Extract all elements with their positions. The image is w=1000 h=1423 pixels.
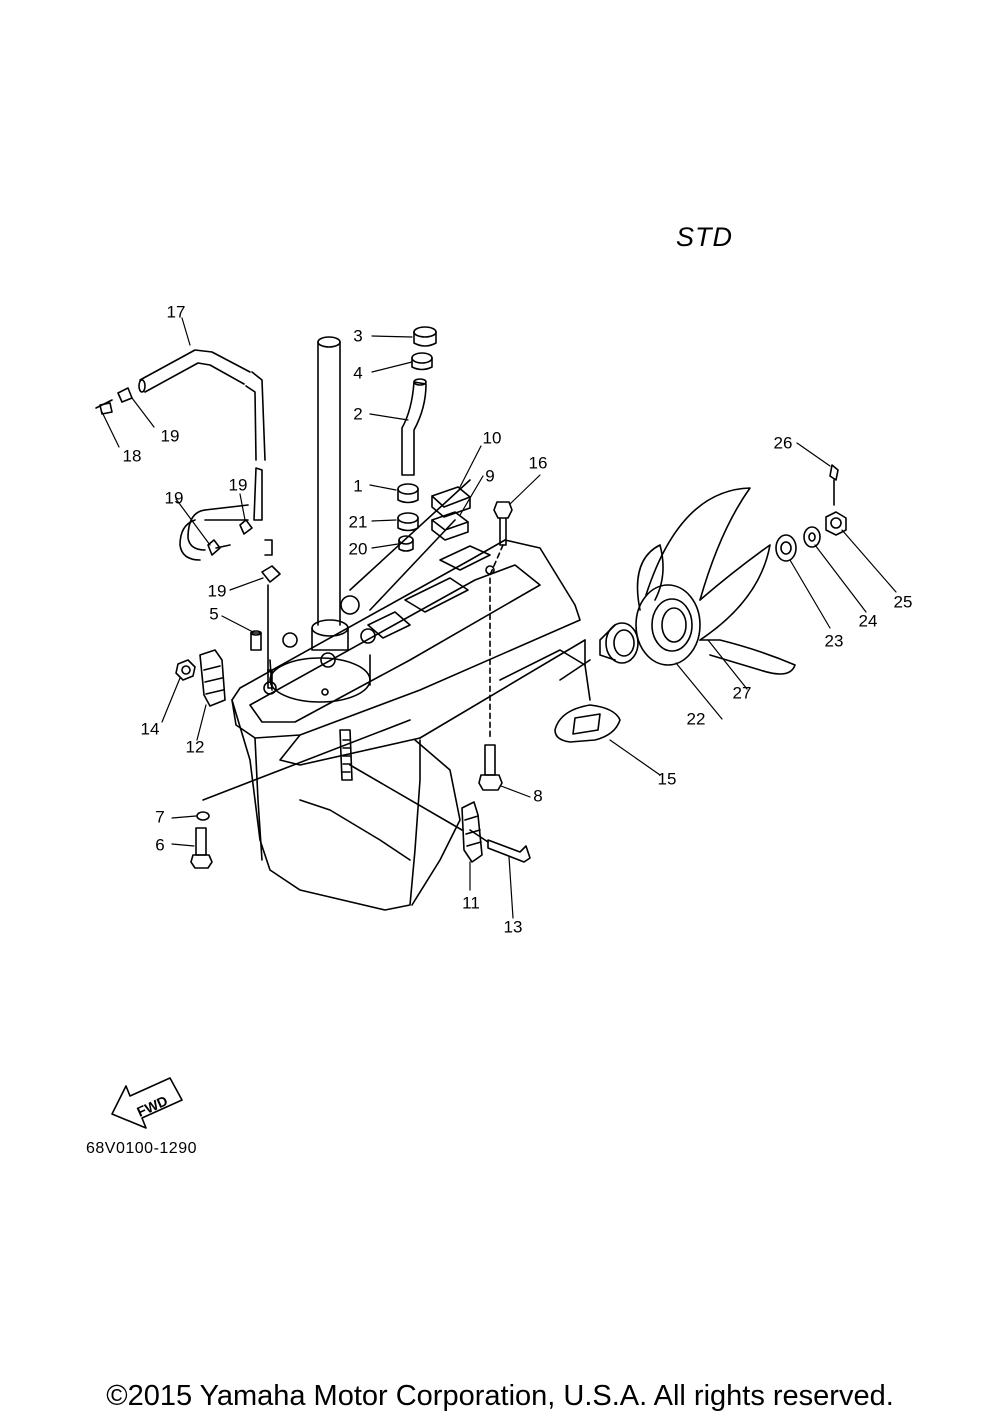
part-number-label: 23 [824,631,844,651]
part-number-label: 2 [353,404,363,424]
part-number-label: 22 [686,709,706,729]
part-number-label: 19 [228,475,248,495]
part-number-label: 21 [348,512,368,532]
leader-lines [101,317,897,919]
part-number-label: 17 [166,302,186,322]
bolts [190,501,513,869]
part-number-label: 3 [353,326,363,346]
part-number-label: 9 [485,466,495,486]
part-number-label: 19 [207,581,227,601]
part-number-label: 5 [209,604,219,624]
part-number-label: 27 [732,683,752,703]
water-pipe-assembly [397,326,437,552]
lower-casing [231,336,586,911]
copyright-notice: ©2015 Yamaha Motor Corporation, U.S.A. A… [106,1380,894,1412]
part-number-label: 11 [462,893,480,913]
part-number-label: 20 [348,539,368,559]
part-number-label: 25 [893,592,913,612]
part-number-label: 13 [503,917,523,937]
part-number-label: 14 [140,719,160,739]
fwd-arrow-text: FWD [134,1092,170,1120]
part-number-label: 18 [122,446,142,466]
part-number-label: 8 [533,786,543,806]
part-number-label: 15 [657,769,677,789]
part-number-label: 7 [155,807,165,827]
hose-assembly [95,349,281,673]
part-number-label: 4 [353,363,363,383]
part-number-label: 26 [773,433,793,453]
part-number-label: 10 [482,428,502,448]
part-number-label: 24 [858,611,878,631]
part-number-label: 19 [164,488,184,508]
variant-label: STD [676,222,733,252]
propeller-assembly [554,464,847,743]
fwd-arrow-icon: FWD [111,1077,183,1129]
part-number-label: 16 [528,453,548,473]
diagram-code: 68V0100-1290 [86,1140,197,1157]
trim-tab [349,764,531,863]
rubber-seals [349,479,471,611]
part-number-label: 12 [185,737,205,757]
part-number-label: 6 [155,835,165,855]
small-parts [175,630,262,707]
part-number-label: 19 [160,426,180,446]
part-number-label: 1 [353,476,363,496]
